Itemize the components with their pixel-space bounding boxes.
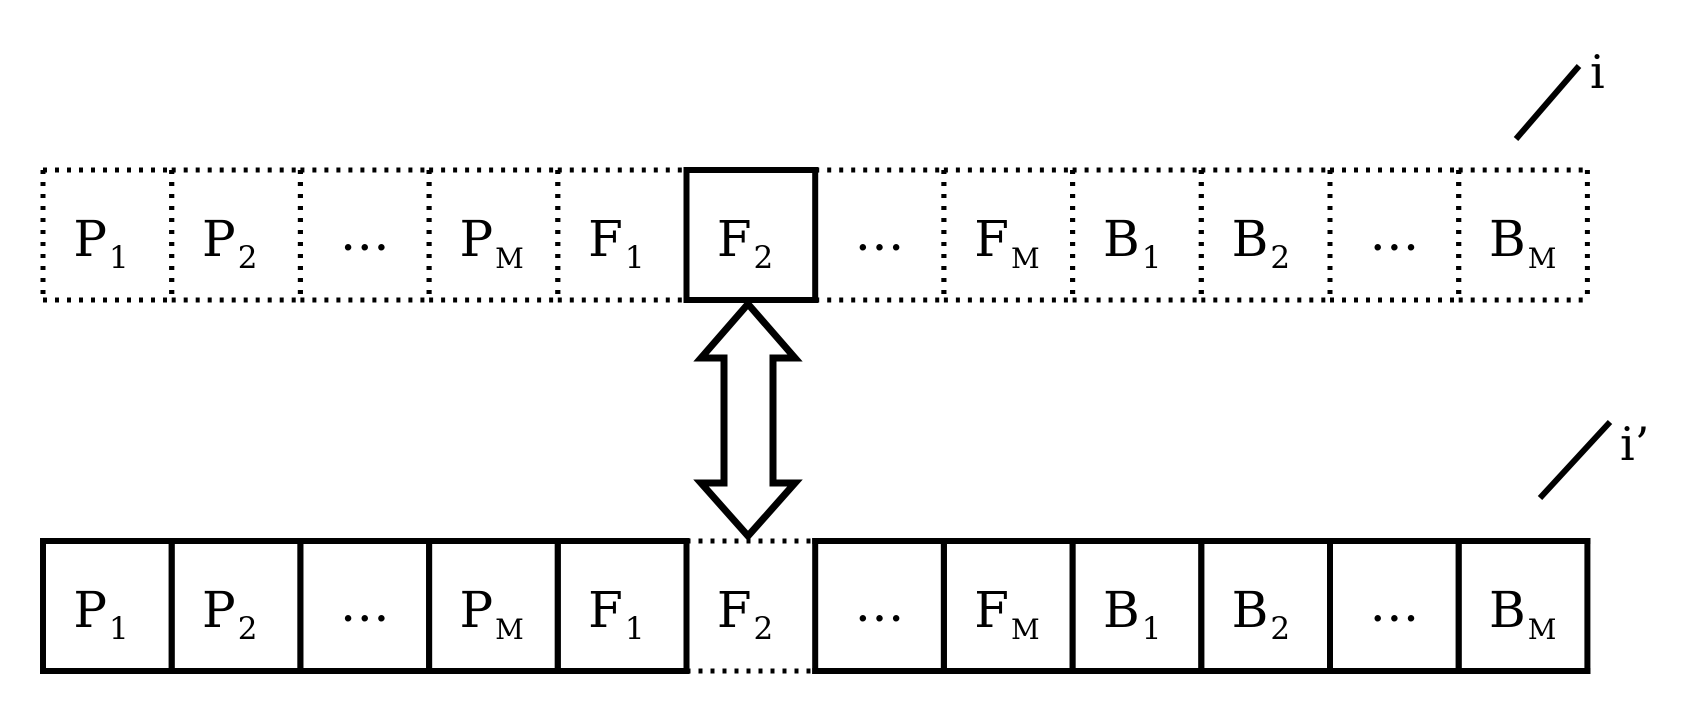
cell-label-base: P [73, 210, 107, 268]
cell-label: P2 [202, 581, 257, 647]
cell-label: F1 [588, 210, 644, 276]
cell-label-subscript: 1 [1142, 240, 1162, 276]
cell-label-subscript: 2 [754, 611, 774, 647]
cell-label-base: F [717, 581, 752, 639]
cell-label: B1 [1103, 210, 1161, 276]
cell-label-subscript: 1 [109, 611, 129, 647]
cell-label-base: B [1103, 581, 1140, 639]
cell-label-base: P [202, 210, 236, 268]
cell-label: B2 [1232, 581, 1290, 647]
ellipsis-label: … [1369, 204, 1419, 262]
ellipsis-label: … [340, 204, 390, 262]
cell-label: B2 [1232, 210, 1290, 276]
cell-label-base: F [588, 581, 623, 639]
cell-label: P1 [73, 210, 128, 276]
cell-label: BM [1489, 210, 1556, 275]
reference-leader-line-i-prime [1537, 419, 1613, 501]
double-headed-swap-arrow [693, 298, 803, 542]
cell-label-base: P [73, 581, 107, 639]
cell-label-subscript: M [495, 613, 524, 646]
cell-label-base: F [974, 581, 1009, 639]
cell-label-subscript: 2 [238, 240, 258, 276]
cell-label-base: B [1489, 581, 1526, 639]
cell-label: F1 [588, 581, 644, 647]
cell-label-base: B [1103, 210, 1140, 268]
reference-leader-line-i [1513, 64, 1582, 141]
ellipsis-label: … [855, 575, 905, 633]
cell-label-subscript: M [495, 242, 524, 275]
cell-label-subscript: 1 [109, 240, 129, 276]
cell-label-base: B [1489, 210, 1526, 268]
cell-label-subscript: 1 [625, 611, 645, 647]
cell-label: BM [1489, 581, 1556, 646]
ellipsis-label: … [1369, 575, 1419, 633]
cell-label: F2 [717, 210, 773, 276]
cell-label-subscript: 1 [625, 240, 645, 276]
cell-label-subscript: 2 [754, 240, 774, 276]
cell-label: PM [459, 581, 523, 646]
cell-label: FM [974, 581, 1039, 646]
cell-label: P1 [73, 581, 128, 647]
cell-label-subscript: 2 [238, 611, 258, 647]
cell-label: FM [974, 210, 1039, 275]
cell-label: B1 [1103, 581, 1161, 647]
cell-label-base: F [588, 210, 623, 268]
cell-label-subscript: 2 [1270, 240, 1290, 276]
cell-label-base: B [1232, 581, 1269, 639]
cell-label-subscript: M [1011, 242, 1040, 275]
cell-label-base: F [974, 210, 1009, 268]
cell-label-subscript: M [1011, 613, 1040, 646]
reference-label-i-prime: i’ [1620, 417, 1649, 471]
cell-label: P2 [202, 210, 257, 276]
cell-label-base: P [202, 581, 236, 639]
ellipsis-label: … [855, 204, 905, 262]
cell-label-subscript: M [1528, 242, 1557, 275]
cell-label-subscript: 2 [1270, 611, 1290, 647]
cell-label-base: P [459, 581, 493, 639]
cell-label: F2 [717, 581, 773, 647]
cell-label-subscript: M [1528, 613, 1557, 646]
cell-label-base: B [1232, 210, 1269, 268]
cell-label-base: P [459, 210, 493, 268]
cell-label-subscript: 1 [1142, 611, 1162, 647]
ellipsis-label: … [340, 575, 390, 633]
cell-label-base: F [717, 210, 752, 268]
cell-label: PM [459, 210, 523, 275]
reference-label-i: i [1590, 45, 1605, 99]
